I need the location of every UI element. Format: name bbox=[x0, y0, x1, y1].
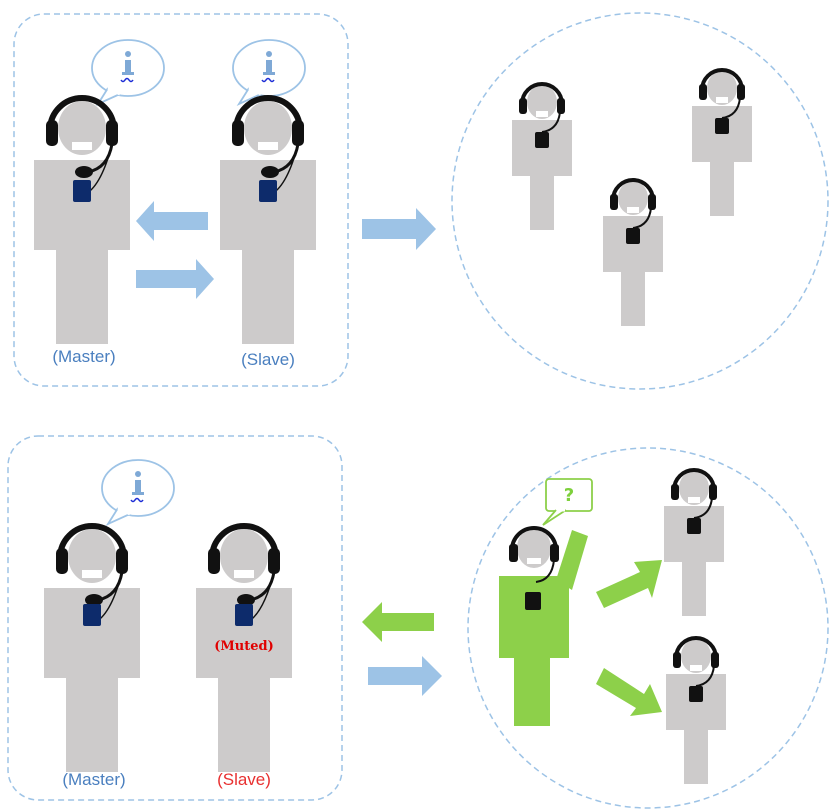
top-slave-device-icon bbox=[259, 180, 277, 202]
active-speaker-person bbox=[499, 526, 588, 726]
top-listener-person bbox=[601, 178, 665, 328]
bottom-master-person bbox=[44, 526, 140, 772]
bottom-slave-label: (Slave) bbox=[217, 770, 271, 789]
active-speaker-device-icon bbox=[525, 592, 541, 610]
bottom-listener-group-circle bbox=[467, 447, 829, 809]
bottom-listener-person bbox=[662, 468, 726, 618]
top-master-info-bubble-icon bbox=[90, 38, 166, 106]
muted-badge: (Muted) bbox=[214, 639, 274, 654]
top-master-label: (Master) bbox=[52, 347, 115, 366]
top-slave-person bbox=[220, 98, 316, 344]
top-master-to-slave-arrow-icon bbox=[136, 259, 214, 299]
green-arrow-down-right-icon bbox=[596, 668, 662, 716]
top-listener-person bbox=[690, 68, 754, 218]
top-master-device-icon bbox=[73, 180, 91, 202]
top-listener-group-circle bbox=[451, 12, 829, 390]
top-slave-info-bubble-icon bbox=[231, 38, 307, 106]
top-slave-label: (Slave) bbox=[241, 350, 295, 369]
bottom-master-device-icon bbox=[83, 604, 101, 626]
bottom-listener-person bbox=[664, 636, 728, 786]
bottom-slave-person: (Muted) bbox=[196, 526, 292, 772]
green-arrow-up-right-icon bbox=[596, 560, 662, 608]
bottom-broadcast-arrow-icon bbox=[368, 656, 442, 696]
top-listener-person bbox=[510, 82, 574, 232]
top-slave-to-master-arrow-icon bbox=[136, 201, 208, 241]
question-mark: ? bbox=[564, 485, 574, 506]
question-bubble-icon: ? bbox=[542, 478, 593, 526]
bottom-master-info-bubble-icon bbox=[100, 458, 176, 526]
bottom-request-arrow-icon bbox=[362, 602, 434, 642]
top-master-person bbox=[34, 98, 130, 344]
bottom-master-label: (Master) bbox=[62, 770, 125, 789]
bottom-slave-device-icon bbox=[235, 604, 253, 626]
top-broadcast-arrow-icon bbox=[362, 208, 436, 250]
bottom-pair-group-frame bbox=[7, 435, 343, 801]
